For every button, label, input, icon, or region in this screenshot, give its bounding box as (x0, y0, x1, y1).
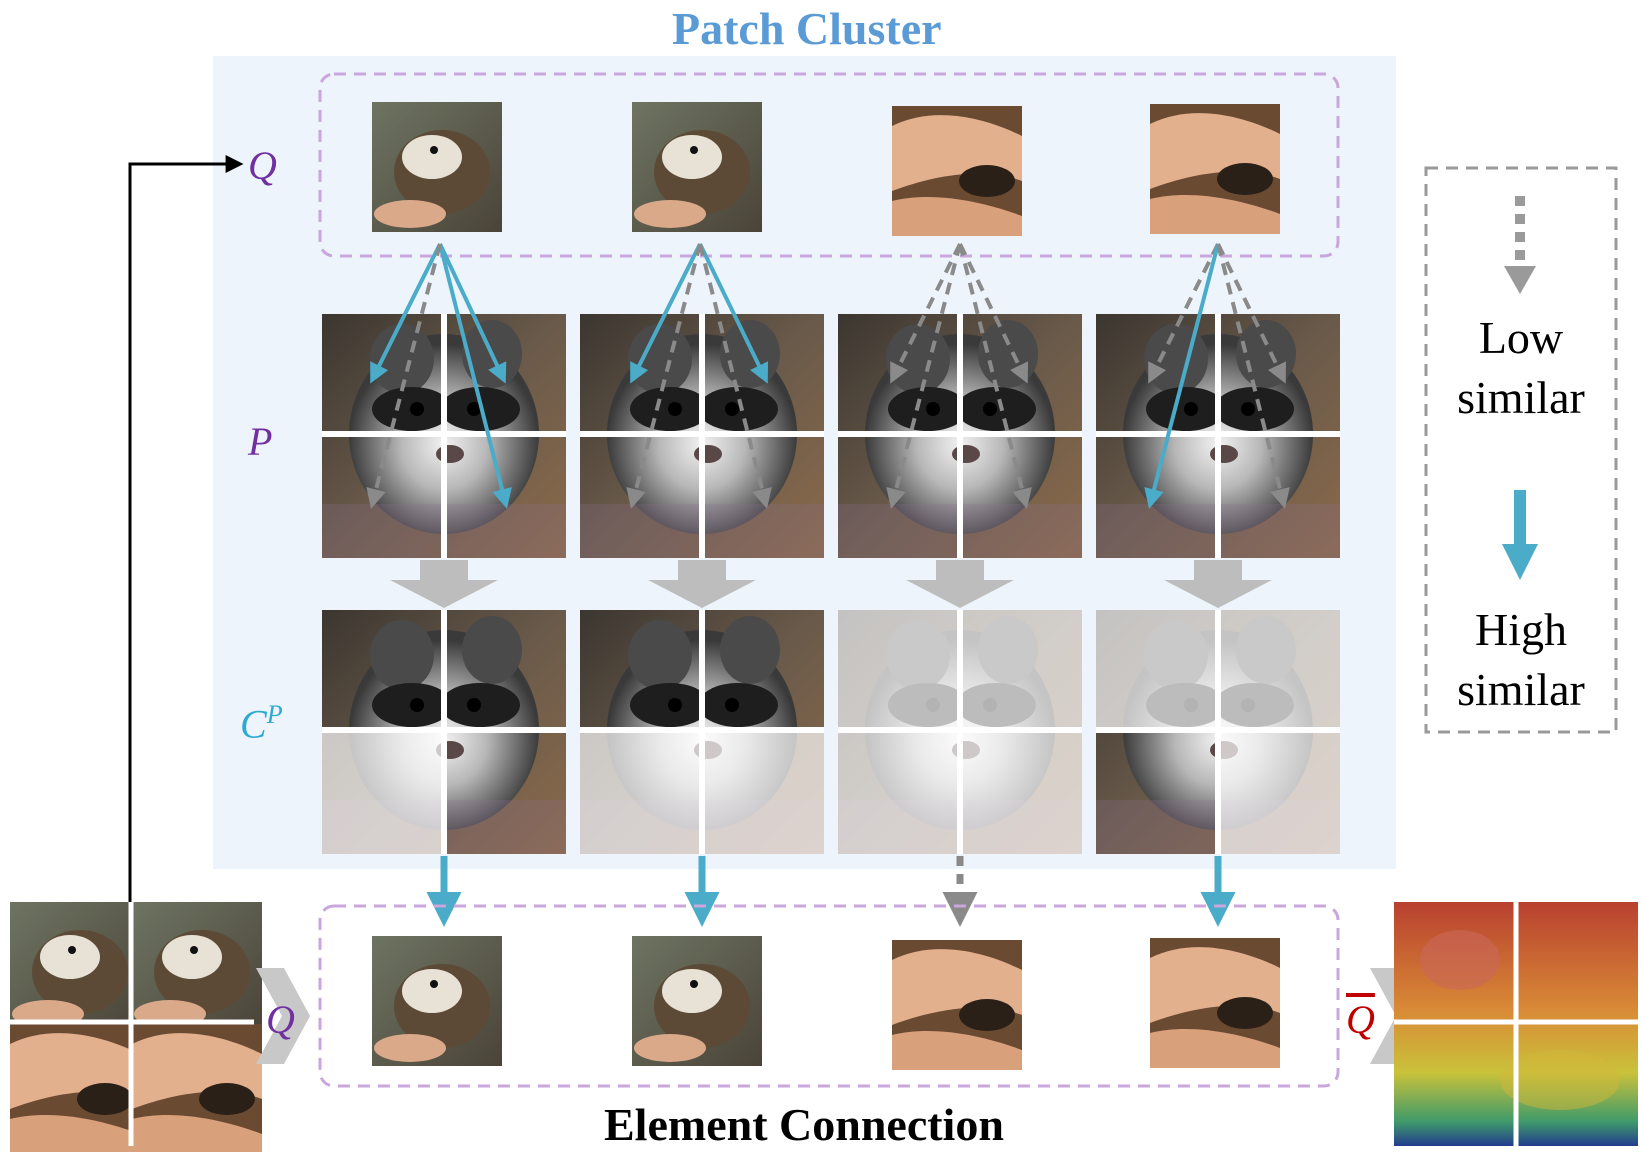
query-patch-3-top (892, 106, 1022, 236)
output-heatmap-grid (1394, 902, 1638, 1146)
label-p: P (248, 419, 273, 464)
legend-box (1424, 166, 1618, 734)
chevron-left (256, 968, 310, 1064)
cp-grid-separators (322, 610, 1340, 854)
label-cp-base: C (240, 701, 267, 747)
p-grid-separators (322, 314, 1340, 558)
cp-grid-1 (322, 610, 566, 854)
legend-high-line1: High (1475, 604, 1567, 655)
query-patch-2-bottom (632, 936, 762, 1066)
legend-high-line2: similar (1457, 664, 1585, 715)
legend-low-line1: Low (1478, 312, 1564, 363)
query-patch-1-top (372, 102, 502, 232)
similarity-arrows (366, 243, 1290, 509)
query-patch-4-bottom (1150, 938, 1280, 1068)
label-q-top: Q (248, 143, 277, 188)
connection-arrows (426, 856, 1236, 927)
label-cp-superscript: P (266, 700, 283, 729)
label-q-bar: Q (1346, 997, 1375, 1042)
legend-low-label: Low similar (1426, 308, 1616, 428)
query-patch-2-top (632, 102, 762, 232)
input-to-query-connector (128, 155, 244, 902)
query-patch-box-top (318, 72, 1340, 258)
title-element-connection: Element Connection (604, 1099, 1004, 1150)
legend-low-line2: similar (1457, 372, 1585, 423)
query-patch-1-bottom (372, 936, 502, 1066)
label-q-bottom: Q (266, 997, 295, 1042)
legend-high-label: High similar (1426, 600, 1616, 720)
query-patch-3-bottom (892, 940, 1022, 1070)
cluster-down-arrows (390, 560, 1272, 608)
query-patch-box-bottom (318, 904, 1340, 1088)
title-patch-cluster: Patch Cluster (672, 3, 942, 54)
input-image-grid (10, 902, 262, 1152)
label-cp: CP (240, 700, 283, 747)
query-patch-4-top (1150, 104, 1280, 234)
